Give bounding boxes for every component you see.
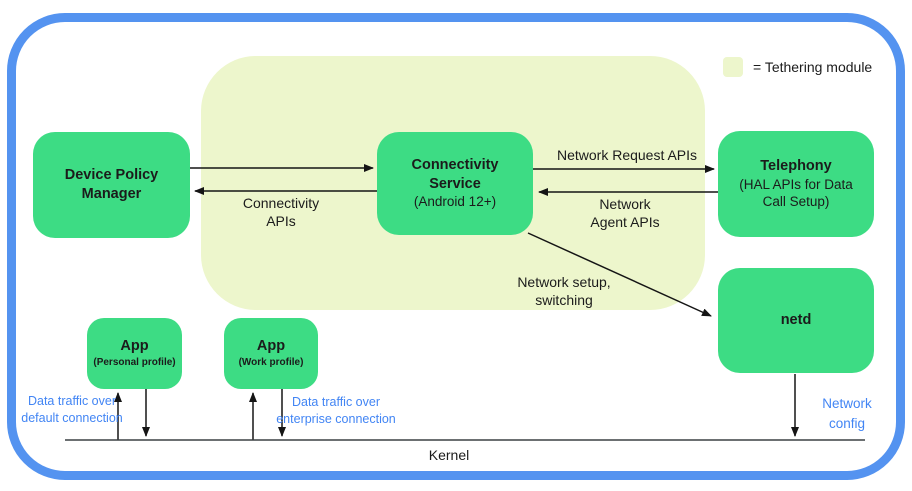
label-network-request-apis: Network Request APIs xyxy=(556,147,698,163)
node-subtitle: (Android 12+) xyxy=(413,194,497,210)
node-title: netd xyxy=(780,312,812,329)
node-subtitle: (HAL APIs for Data Call Setup) xyxy=(739,177,853,210)
label-connectivity-apis: Connectivity APIs xyxy=(242,195,320,230)
tethering-swatch-icon xyxy=(723,57,743,77)
label-data-traffic-default: Data traffic over default connection xyxy=(21,394,123,425)
node-title: Telephony xyxy=(760,158,832,175)
node-telephony: Telephony (HAL APIs for Data Call Setup) xyxy=(718,131,874,237)
node-title: Connectivity Service xyxy=(411,157,499,192)
legend-label: = Tethering module xyxy=(753,59,873,75)
node-app-personal: App (Personal profile) xyxy=(87,318,182,389)
label-network-config: Network config xyxy=(822,396,872,431)
node-netd: netd xyxy=(718,268,874,373)
kernel-label: Kernel xyxy=(428,447,470,463)
label-network-setup-switching: Network setup, switching xyxy=(517,274,611,309)
node-connectivity-service: Connectivity Service (Android 12+) xyxy=(377,132,533,235)
node-device-policy-manager: Device Policy Manager xyxy=(33,132,190,238)
node-title: App xyxy=(256,338,286,355)
node-title: App xyxy=(120,338,149,355)
node-title: Device Policy Manager xyxy=(64,167,159,202)
outer-frame-border xyxy=(7,13,905,480)
node-subtitle: (Work profile) xyxy=(238,356,304,368)
legend: = Tethering module xyxy=(723,57,872,77)
label-data-traffic-enterprise: Data traffic over enterprise connection xyxy=(276,395,396,426)
node-app-work: App (Work profile) xyxy=(224,318,318,389)
node-subtitle: (Personal profile) xyxy=(93,356,176,368)
label-network-agent-apis: Network Agent APIs xyxy=(590,196,660,231)
